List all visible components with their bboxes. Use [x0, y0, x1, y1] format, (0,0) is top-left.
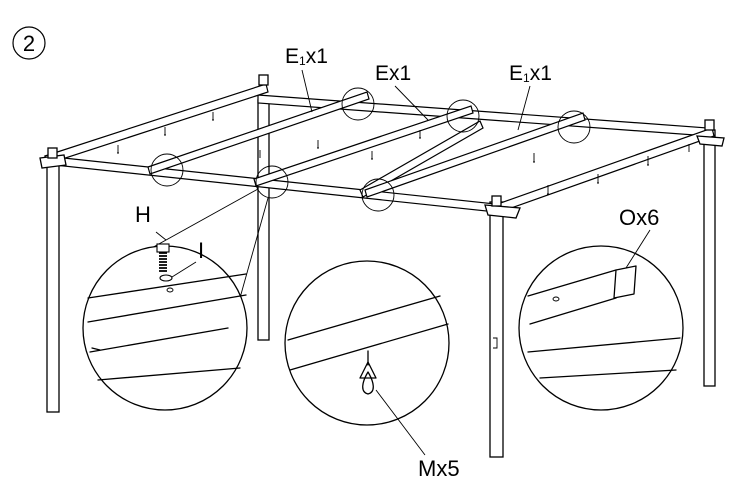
marker-circle-6: [361, 178, 395, 212]
label-m: Mx5: [418, 456, 460, 481]
cap-front-left: [47, 147, 58, 159]
bolt-h: [156, 243, 173, 282]
svg-text:E1x1: E1x1: [509, 62, 552, 85]
zoom-detail-end: [518, 229, 684, 411]
label-h: H: [135, 202, 151, 227]
marker-circle-5: [557, 110, 591, 144]
marker-circle-4: [446, 99, 480, 133]
zoom-detail-bolt: [82, 231, 248, 411]
bracket-front-right: [484, 204, 521, 219]
label-e1-left: E1x1: [285, 45, 328, 113]
marker-circle-3: [341, 87, 375, 121]
cap-back-right: [704, 119, 715, 131]
label-e1-left-main: E: [285, 45, 299, 68]
label-e1-left-sub: 1: [299, 54, 306, 68]
svg-text:E1x1: E1x1: [285, 45, 328, 68]
post-front-left: [46, 159, 60, 413]
label-e1-right-main: E: [509, 62, 523, 85]
cap-front-right: [491, 195, 502, 207]
label-e1-right-sub: 1: [523, 71, 530, 85]
step-marker: 2: [12, 26, 46, 60]
bracket-back-right: [696, 135, 725, 147]
rail-e1-left: [147, 91, 370, 175]
rail-e: [253, 105, 474, 187]
leader-line-2: [237, 197, 269, 306]
label-e: Ex1: [375, 62, 429, 121]
post-back-right: [703, 129, 716, 387]
hooks: [117, 100, 690, 195]
label-e1-right-tail: x1: [530, 62, 552, 85]
label-i: I: [198, 238, 204, 263]
marker-circle-2: [255, 165, 289, 199]
rail-e1-right: [364, 112, 586, 198]
label-e1-left-tail: x1: [306, 45, 328, 68]
cap-back-left: [258, 74, 269, 86]
left-side-beam: [44, 83, 269, 165]
hook-m: [359, 350, 377, 395]
step-number: 2: [23, 31, 35, 56]
marker-circle-1: [150, 153, 184, 187]
post-front-right: [489, 201, 504, 458]
back-beam: [257, 94, 709, 137]
zoom-detail-hook: [284, 260, 450, 456]
detail-markers: [150, 87, 591, 212]
label-e1-right: E1x1: [509, 62, 552, 131]
label-o: Ox6: [619, 205, 659, 230]
pergola-frame: [39, 74, 725, 458]
label-e-text: Ex1: [375, 62, 411, 85]
